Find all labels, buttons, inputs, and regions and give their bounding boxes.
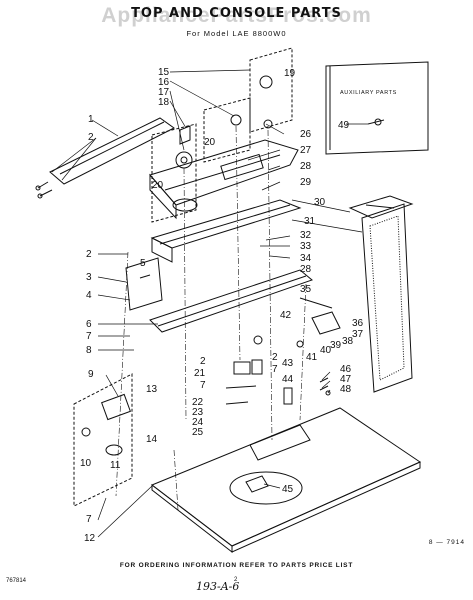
callout-2: 2 <box>88 132 94 143</box>
callout-32: 32 <box>300 230 312 241</box>
part-side-bracket <box>125 257 163 311</box>
page-number: 2 <box>234 577 238 583</box>
callout-30: 30 <box>314 197 326 208</box>
callout-10: 10 <box>80 458 92 469</box>
callout-27: 27 <box>300 145 312 156</box>
document-number: 767814 <box>6 578 27 584</box>
auxiliary-parts-panel <box>325 61 429 155</box>
callout-25: 25 <box>192 427 204 438</box>
part-top-lid <box>151 407 422 554</box>
callout-8: 8 <box>86 345 92 356</box>
callout-19: 19 <box>284 68 296 79</box>
part-lid-latch <box>245 475 269 493</box>
model-subtitle: For Model LAE 8800W0 <box>186 29 287 38</box>
callout-48: 48 <box>340 384 352 395</box>
callout-43: 43 <box>282 358 294 369</box>
callout-2: 2 <box>200 356 206 367</box>
callout-7: 7 <box>86 514 92 525</box>
callout-16: 16 <box>158 77 170 88</box>
callout-2: 2 <box>272 352 278 363</box>
part-lint-filter <box>361 203 413 393</box>
callout-35: 35 <box>300 284 312 295</box>
harness-box-dashed <box>73 373 133 507</box>
callout-11: 11 <box>110 460 121 471</box>
callout-42: 42 <box>280 310 292 321</box>
callout-46: 46 <box>340 364 352 375</box>
callout-39: 39 <box>330 340 342 351</box>
part-filter-cover <box>348 195 414 219</box>
callout-49: 49 <box>338 120 350 131</box>
handwritten-note: 193-A-6 <box>196 580 240 593</box>
callout-24: 24 <box>192 417 204 428</box>
part-switch-assembly <box>225 335 263 405</box>
page-title: TOP AND CONSOLE PARTS <box>131 6 342 21</box>
auxiliary-parts-title: AUXILIARY PARTS <box>340 90 397 96</box>
leader-lines <box>51 69 368 538</box>
callout-28: 28 <box>300 264 312 275</box>
part-timer-motor <box>81 393 131 456</box>
callout-36: 36 <box>352 318 364 329</box>
callout-28: 28 <box>300 161 312 172</box>
part-screws-right <box>283 377 331 405</box>
callout-6: 6 <box>86 319 92 330</box>
callout-1: 1 <box>88 114 94 125</box>
ordering-note: FOR ORDERING INFORMATION REFER TO PARTS … <box>119 562 354 569</box>
callout-4: 4 <box>86 290 92 301</box>
callout-3: 3 <box>86 272 92 283</box>
callout-labels: 1 2 2 2 2 3 4 5 6 7 7 7 7 8 9 10 11 12 1… <box>80 67 364 544</box>
callout-13: 13 <box>146 384 158 395</box>
part-screws-left-top <box>35 181 53 199</box>
part-rear-trim <box>49 117 175 185</box>
callout-15: 15 <box>158 67 170 78</box>
callout-18: 18 <box>158 97 170 108</box>
callout-26: 26 <box>300 129 312 140</box>
callout-21: 21 <box>194 368 206 379</box>
callout-20: 20 <box>204 137 216 148</box>
callout-47: 47 <box>340 374 352 385</box>
part-console-panel <box>149 139 299 220</box>
callout-40: 40 <box>320 345 332 356</box>
knobs <box>172 75 273 212</box>
callout-2: 2 <box>86 249 92 260</box>
callout-34: 34 <box>300 253 312 264</box>
part-console-rail <box>150 199 302 263</box>
callout-14: 14 <box>146 434 158 445</box>
callout-7: 7 <box>200 380 206 391</box>
callout-45: 45 <box>282 484 294 495</box>
callout-7: 7 <box>272 364 278 375</box>
alignment-lines <box>115 125 307 511</box>
callout-29: 29 <box>300 177 312 188</box>
knob-group-dashed <box>151 47 293 223</box>
callout-9: 9 <box>88 369 94 380</box>
callout-33: 33 <box>300 241 312 252</box>
callout-17: 17 <box>158 87 170 98</box>
callout-44: 44 <box>282 374 294 385</box>
part-lower-trim <box>149 269 314 333</box>
callout-5: 5 <box>140 258 146 269</box>
callout-7: 7 <box>86 331 92 342</box>
callout-41: 41 <box>306 352 318 363</box>
callout-12: 12 <box>84 533 96 544</box>
callout-22: 22 <box>192 397 204 408</box>
callout-37: 37 <box>352 329 364 340</box>
callout-31: 31 <box>304 216 316 227</box>
callout-38: 38 <box>342 336 354 347</box>
diagram-code: 8 — 7914 <box>428 539 465 546</box>
callout-23: 23 <box>192 407 204 418</box>
callout-20: 20 <box>152 180 164 191</box>
